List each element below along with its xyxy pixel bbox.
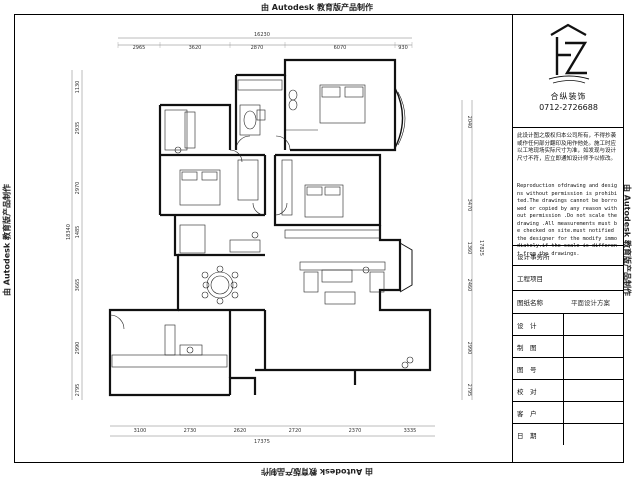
title-block-divider <box>563 358 564 379</box>
dimension-bottom <box>110 425 435 437</box>
dimension-label: 3335 <box>404 428 417 434</box>
dimension-left <box>71 70 83 400</box>
title-block-label: 设 计 <box>517 321 537 330</box>
watermark-top: 由 Autodesk 教育版产品制作 <box>260 3 373 12</box>
dimension-label: 2040 <box>466 116 472 129</box>
dimension-label: 2990 <box>75 342 81 355</box>
dimension-label: 930 <box>398 45 408 51</box>
logo-mark-icon <box>548 23 590 84</box>
title-block-label: 图纸名称 <box>517 299 543 307</box>
dimension-label: 6070 <box>334 45 347 51</box>
dimension-label: 3470 <box>466 199 472 212</box>
company-logo: 合纵装饰 0712-2726688 <box>513 15 624 128</box>
dimension-label: 2965 <box>133 45 146 51</box>
dim-left-labels: 1130 2935 2970 1485 3665 2990 2795 <box>75 81 81 397</box>
dim-right-labels: 2040 3470 1360 2460 2990 2795 <box>466 116 472 397</box>
title-block-label: 日 期 <box>517 431 537 440</box>
furniture <box>109 79 414 369</box>
title-block-row: 客 户 <box>513 401 624 423</box>
dimension-label: 3620 <box>189 45 202 51</box>
dim-bottom-labels: 3100 2730 2620 2720 2370 3335 <box>134 428 417 434</box>
dimension-label: 2460 <box>466 279 472 292</box>
title-block-row: 制 图 <box>513 335 624 357</box>
title-block-value: 平面设计方案 <box>571 299 610 307</box>
title-block: 合纵装饰 0712-2726688 此设计图之版权归本公司所有，不得抄袭或作任何… <box>512 15 624 462</box>
title-block-label: 工程项目 <box>517 275 543 283</box>
title-block-divider <box>563 402 564 423</box>
dimension-label: 2620 <box>234 428 247 434</box>
title-block-label: 制 图 <box>517 343 537 352</box>
dimension-right <box>461 100 473 400</box>
dimension-label: 1360 <box>466 242 472 255</box>
dim-top-labels: 2965 3620 2870 6070 930 <box>133 45 408 51</box>
dim-bottom-total: 17375 <box>254 439 270 445</box>
copyright-notice-en: Reproduction ofdrawing and designs witho… <box>517 183 617 257</box>
title-block-divider <box>563 380 564 401</box>
dimension-label: 1485 <box>75 226 81 239</box>
title-block-row: 设计事务所 <box>513 245 624 265</box>
dimension-label: 2720 <box>289 428 302 434</box>
title-block-row: 工程项目 <box>513 265 624 290</box>
dimension-label: 2370 <box>349 428 362 434</box>
dimension-label: 3665 <box>75 279 81 292</box>
dim-top-total: 16230 <box>254 32 270 38</box>
dimension-label: 2870 <box>251 45 264 51</box>
title-block-label: 设计事务所 <box>517 252 550 261</box>
title-block-label: 客 户 <box>517 409 537 418</box>
title-block-row: 图 号 <box>513 357 624 379</box>
dimension-label: 2990 <box>466 342 472 355</box>
dimension-label: 3100 <box>134 428 147 434</box>
dimension-top <box>118 37 412 46</box>
title-block-divider <box>563 424 564 445</box>
dimension-label: 2795 <box>75 384 81 397</box>
copyright-notice-cn: 此设计图之版权归本公司所有，不得抄袭或作任何部分翻印及用作他处。施工时应以工地现… <box>517 133 617 162</box>
company-phone: 0712-2726688 <box>539 103 598 112</box>
title-block-divider <box>563 336 564 357</box>
title-block-row: 日 期 <box>513 423 624 445</box>
drawing-frame <box>14 14 624 463</box>
title-block-divider <box>563 314 564 335</box>
title-block-label: 校 对 <box>517 387 537 396</box>
dimension-label: 2795 <box>466 384 472 397</box>
dim-right-total: 17825 <box>478 240 484 256</box>
dim-left-total: 18340 <box>66 224 72 240</box>
title-block-label: 图 号 <box>517 365 537 374</box>
dimension-label: 1130 <box>75 81 81 94</box>
axis-ticks <box>117 42 413 48</box>
dimension-label: 2970 <box>75 182 81 195</box>
dimension-label: 2730 <box>184 428 197 434</box>
title-block-row: 校 对 <box>513 379 624 401</box>
company-name: 合纵装饰 <box>550 92 587 101</box>
title-block-row: 图纸名称 平面设计方案 <box>513 290 624 313</box>
dimension-label: 2935 <box>75 122 81 135</box>
title-block-row: 设 计 <box>513 313 624 335</box>
walls <box>108 58 432 397</box>
